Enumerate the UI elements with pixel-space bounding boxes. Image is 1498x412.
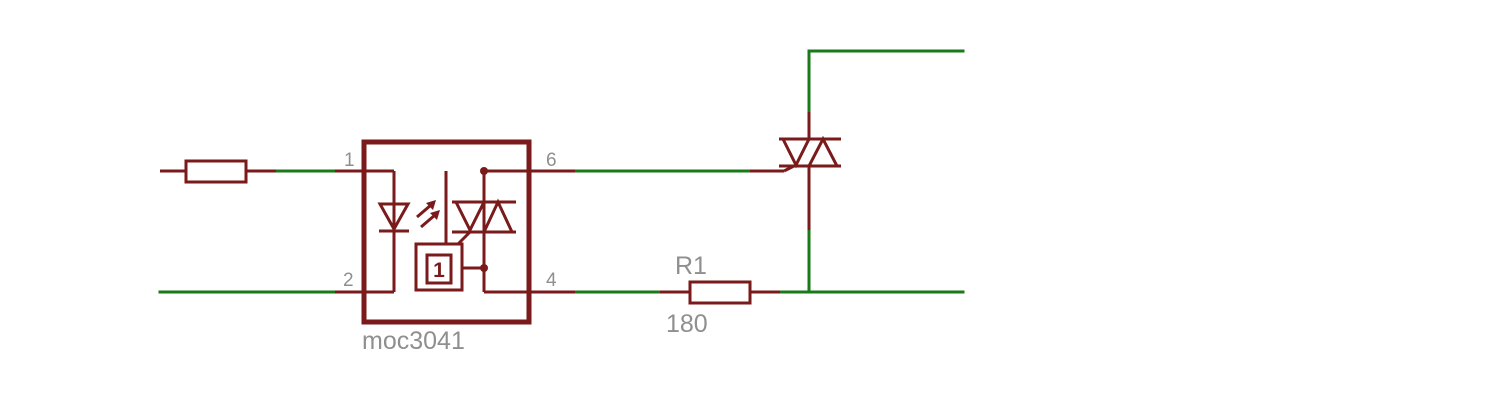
opto-triac-gate [456, 230, 472, 246]
input-resistor [160, 159, 276, 184]
power-triac [750, 112, 841, 230]
opto-triac-icon-right [481, 198, 515, 234]
power-triac-icon-right [806, 135, 840, 168]
r1-value-label: 180 [666, 310, 708, 338]
r1-designator-label: R1 [675, 252, 707, 280]
zero-cross-box [414, 242, 464, 292]
opto-triac-icon-left [453, 200, 487, 234]
pin-number-2: 2 [343, 270, 354, 291]
input-resistor-body [184, 159, 248, 184]
optocoupler-moc3041: 1 1 2 6 4 moc3041 [335, 139, 575, 355]
pin-number-1: 1 [344, 150, 355, 171]
zero-cross-symbol: 1 [433, 259, 445, 282]
optocoupler-name-label: moc3041 [362, 327, 465, 355]
junction-dot-top [480, 167, 488, 175]
optocoupler-body [361, 139, 532, 325]
power-triac-gate-bend [783, 164, 795, 173]
wires [158, 49, 965, 294]
power-triac-icon-left [780, 137, 812, 169]
led-icon [377, 202, 411, 233]
pin-number-4: 4 [546, 270, 557, 291]
pin-number-6: 6 [546, 150, 557, 171]
resistor-r1: R1 180 [660, 252, 780, 338]
zero-cross-inner [425, 253, 453, 285]
light-arrows-icon [416, 200, 440, 229]
r1-body [688, 280, 752, 305]
